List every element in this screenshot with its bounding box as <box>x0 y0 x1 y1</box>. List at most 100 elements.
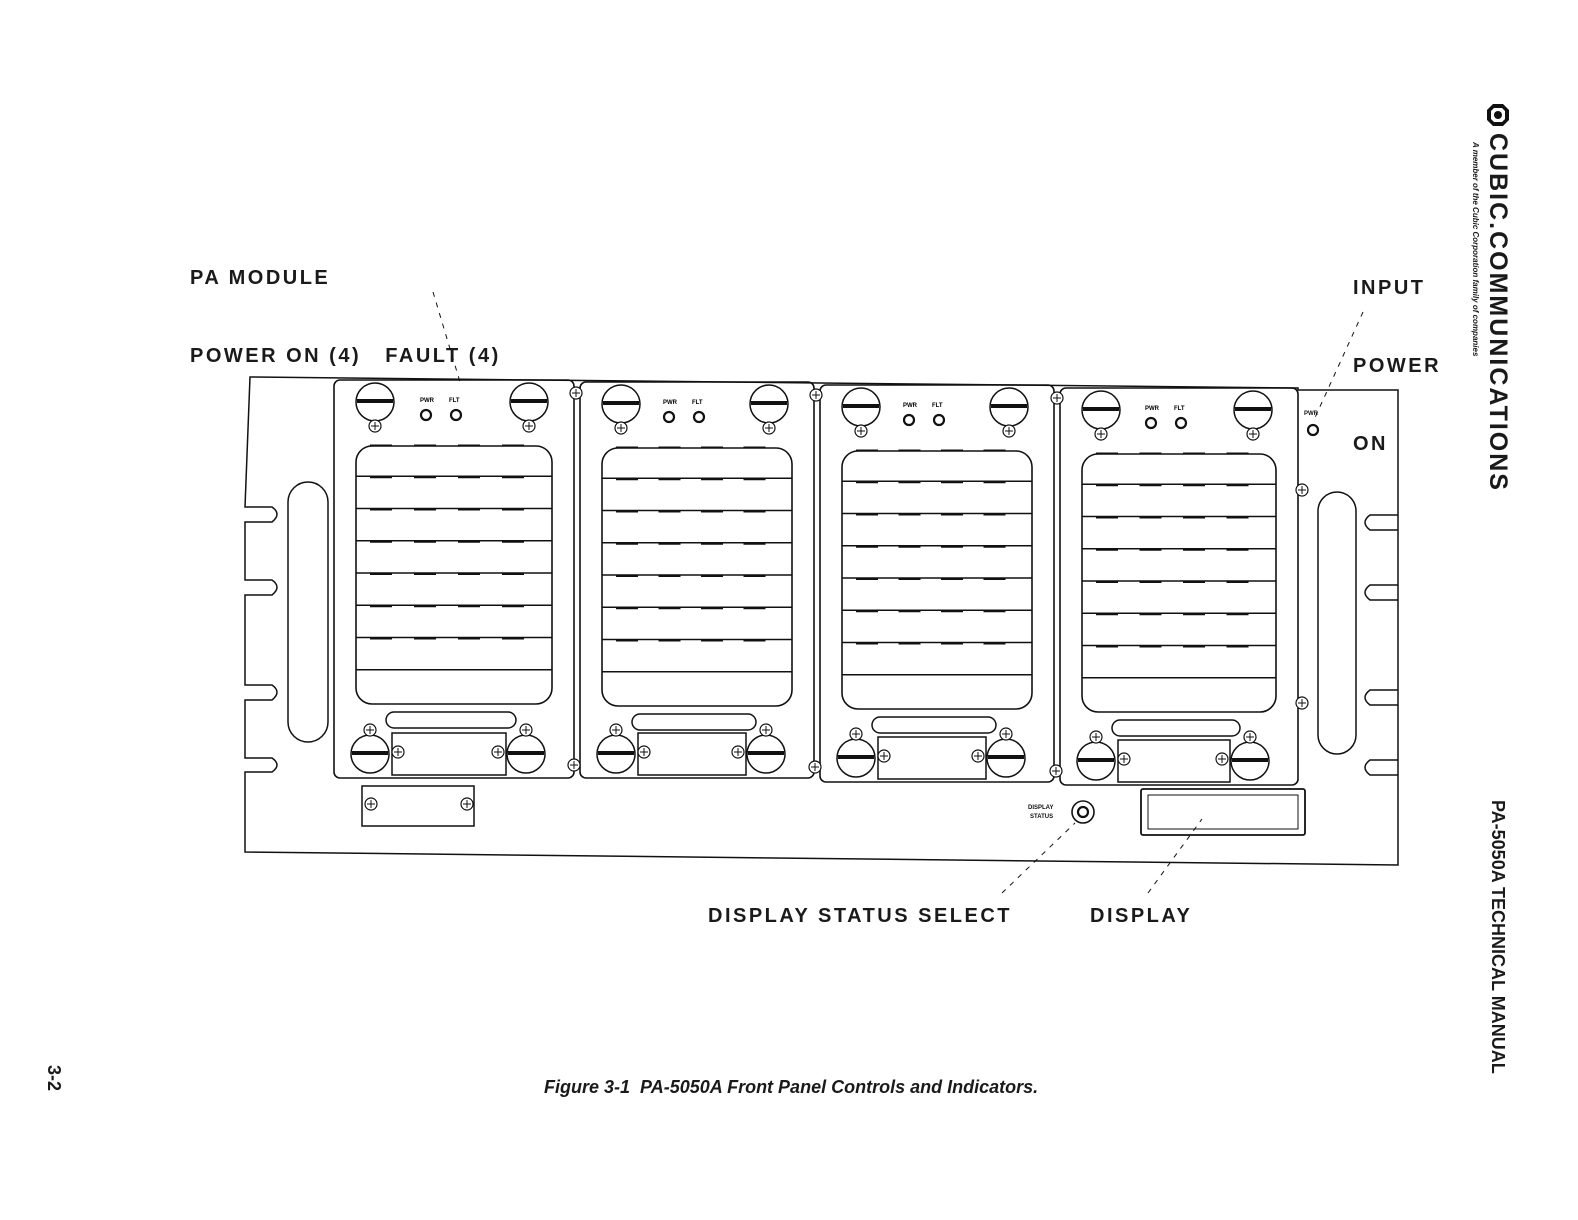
small-screw-cross <box>612 726 620 734</box>
chassis-outline <box>244 376 1399 866</box>
small-screw-cross <box>1298 699 1306 707</box>
flt-led-label: FLT <box>449 398 460 404</box>
small-screw-cross <box>617 424 625 432</box>
pa-module-3: PWR FLT <box>819 384 1055 783</box>
pa-module-callout: PA MODULE POWER ON (4) FAULT (4) <box>190 213 501 395</box>
small-screw-cross <box>880 752 888 760</box>
small-screw-cross <box>463 800 471 808</box>
small-screw-cross <box>765 424 773 432</box>
heatsink-window <box>601 447 793 707</box>
power-on-led-icon <box>1144 416 1158 430</box>
small-screw-cross <box>522 726 530 734</box>
small-screw-cross <box>1298 486 1306 494</box>
small-screw-cross <box>366 726 374 734</box>
input-power-line1: INPUT <box>1353 277 1426 299</box>
pa-module-1: PWR FLT <box>333 379 575 779</box>
small-screw-cross <box>1120 755 1128 763</box>
power-on-led-icon <box>419 408 433 422</box>
input-power-line2: POWER <box>1353 355 1442 377</box>
small-screw-cross <box>572 389 580 397</box>
small-screw-cross <box>640 748 648 756</box>
flt-led-label: FLT <box>932 403 943 409</box>
small-screw-cross <box>1097 430 1105 438</box>
small-screw-cross <box>762 726 770 734</box>
rack-notch-right <box>1364 689 1398 706</box>
small-screw-cross <box>371 422 379 430</box>
left-handle <box>287 481 329 743</box>
rack-notch-right <box>1364 584 1398 601</box>
small-screw-cross <box>857 427 865 435</box>
small-screw-cross <box>811 763 819 771</box>
module-frame <box>333 379 575 779</box>
connector-plate <box>877 736 987 780</box>
power-on-fault-label: POWER ON (4) FAULT (4) <box>190 345 501 367</box>
small-screw-cross <box>974 752 982 760</box>
small-screw-cross <box>1052 767 1060 775</box>
input-power-callout: INPUT POWER ON <box>1353 223 1441 483</box>
input-power-leader <box>1312 311 1364 423</box>
label-slot <box>385 711 517 729</box>
brand-logo-icon <box>1486 103 1510 127</box>
pa-module-label: PA MODULE <box>190 267 331 289</box>
chassis-panel <box>244 376 1399 866</box>
figure-title: PA-5050A Front Panel Controls and Indica… <box>640 1077 1039 1097</box>
right-handle <box>1317 491 1357 755</box>
pa-modules: PWR FLT PWR FLT PWR FLT PWR FLT <box>333 379 1299 786</box>
display-status-select-callout: DISPLAY STATUS SELECT <box>708 905 1013 927</box>
power-on-led-icon <box>902 413 916 427</box>
fault-led-icon <box>932 413 946 427</box>
connector-plate <box>637 732 747 776</box>
small-screw-cross <box>525 422 533 430</box>
knob-center <box>1076 805 1090 819</box>
input-pwr-led-label: PWR <box>1304 411 1319 417</box>
small-screw-cross <box>1218 755 1226 763</box>
small-screw-cross <box>734 748 742 756</box>
display-leader <box>1147 818 1203 894</box>
input-power-led-icon <box>1306 423 1320 437</box>
small-screw-cross <box>570 761 578 769</box>
display-inner <box>1147 794 1299 830</box>
fault-led-icon <box>449 408 463 422</box>
label-slot <box>1111 719 1241 737</box>
small-screw-cross <box>812 391 820 399</box>
pwr-led-label: PWR <box>903 403 918 409</box>
small-screw-cross <box>394 748 402 756</box>
panel-extras: PWR DISPLAY STATUS <box>361 386 1320 836</box>
display-callout: DISPLAY <box>1090 905 1193 927</box>
label-slot <box>871 716 997 734</box>
display-status-text-1: DISPLAY <box>1028 805 1053 811</box>
power-on-led-icon <box>662 410 676 424</box>
small-screw-cross <box>1246 733 1254 741</box>
display-window <box>1140 788 1306 836</box>
heatsink-window <box>1081 453 1277 713</box>
label-slot <box>631 713 757 731</box>
pa-module-2: PWR FLT <box>579 381 815 779</box>
leader-lines <box>432 291 1364 894</box>
pa-module-4: PWR FLT <box>1059 387 1299 786</box>
heatsink-window <box>841 450 1033 710</box>
fault-led-icon <box>1174 416 1188 430</box>
connector-plate <box>1117 739 1231 783</box>
small-screw-cross <box>494 748 502 756</box>
pwr-led-label: PWR <box>1145 406 1160 412</box>
heatsink-window <box>355 445 553 705</box>
flt-led-label: FLT <box>692 400 703 406</box>
pwr-led-label: PWR <box>663 400 678 406</box>
small-screw-cross <box>1002 730 1010 738</box>
display-status-leader <box>1001 822 1076 894</box>
small-screw-cross <box>852 730 860 738</box>
rack-notch-right <box>1364 759 1398 776</box>
module-frame <box>579 381 815 779</box>
connector-plate <box>391 732 507 776</box>
display-status-text-2: STATUS <box>1030 814 1053 820</box>
fault-led-icon <box>692 410 706 424</box>
flt-led-label: FLT <box>1174 406 1185 412</box>
cover-plate <box>361 785 475 827</box>
module-frame <box>1059 387 1299 786</box>
small-screw-cross <box>367 800 375 808</box>
pwr-led-label: PWR <box>420 398 435 404</box>
small-screw-cross <box>1092 733 1100 741</box>
small-screw-cross <box>1053 394 1061 402</box>
